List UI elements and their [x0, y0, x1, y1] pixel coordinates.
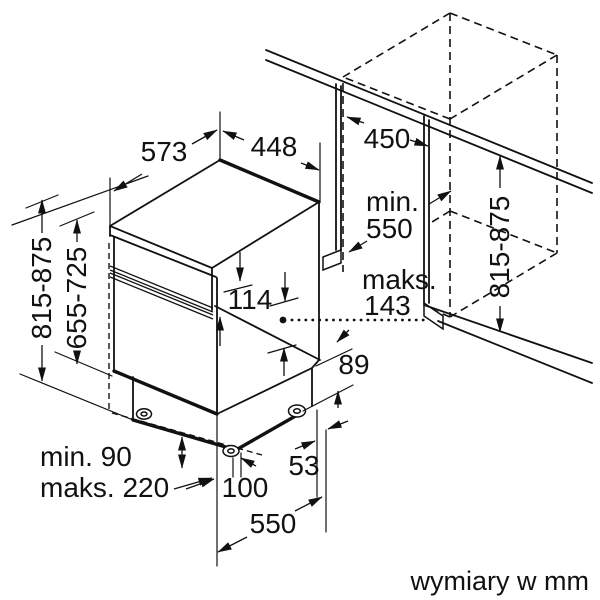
dim-label-niche-width: 450: [364, 123, 411, 154]
dim-label-niche-depth-min: min.: [366, 186, 419, 217]
dim-base-setback: 100: [185, 457, 269, 503]
dim-label-offset-max-word: maks.: [362, 264, 437, 295]
niche-dashed-outline: [342, 12, 558, 318]
dim-bottom-depth: 550: [217, 496, 323, 553]
dim-panel-height: 114: [215, 252, 273, 346]
dim-niche-depth: min. 550: [348, 186, 452, 253]
dim-label-niche-depth-value: 550: [366, 213, 413, 244]
dim-niche-width: 450: [346, 116, 429, 154]
dim-label-total-height: 815-875: [26, 237, 57, 340]
dim-label-plinth-max: maks. 220: [40, 472, 169, 503]
dim-label-rear-clearance: 89: [338, 349, 369, 380]
dim-plinth-range: min. 90 maks. 220: [40, 436, 213, 503]
right-panel-foot: [423, 301, 444, 331]
dim-label-bottom-depth: 550: [250, 508, 297, 539]
dim-label-plinth-min: min. 90: [40, 441, 132, 472]
left-panel-foot: [322, 248, 342, 272]
dim-top-depth: 573: [113, 129, 218, 192]
dim-label-niche-height: 815-875: [484, 196, 515, 299]
dim-label-top-width: 448: [251, 131, 298, 162]
dimension-annotations: 573 448 450 min. 550 815-875 655-725: [26, 116, 515, 553]
units-caption: wymiary w mm: [410, 566, 589, 596]
dim-top-width: 448: [222, 130, 320, 171]
adjustable-feet: [135, 404, 307, 458]
dim-rear-clearance: 89: [333, 329, 370, 408]
dim-label-panel-height: 114: [228, 284, 273, 315]
dim-label-rear-setback: 53: [288, 450, 319, 481]
cabinet-side-panels: [322, 83, 444, 331]
dim-door-height: 655-725: [61, 219, 92, 365]
dim-label-door-height: 655-725: [61, 247, 92, 350]
dim-rear-setback: 53: [288, 420, 349, 481]
dim-niche-height-right: 815-875: [484, 155, 515, 333]
dim-label-top-depth: 573: [141, 136, 188, 167]
dim-label-offset-max-value: 143: [364, 290, 411, 321]
dim-offset-max: maks. 143: [279, 264, 437, 376]
dim-total-height-left: 815-875: [26, 199, 57, 382]
dim-label-base-setback: 100: [222, 472, 269, 503]
control-panel-strip: [109, 265, 214, 320]
floor-line: [423, 304, 593, 384]
dishwasher-body: [108, 158, 321, 458]
reference-dot: [279, 316, 287, 324]
